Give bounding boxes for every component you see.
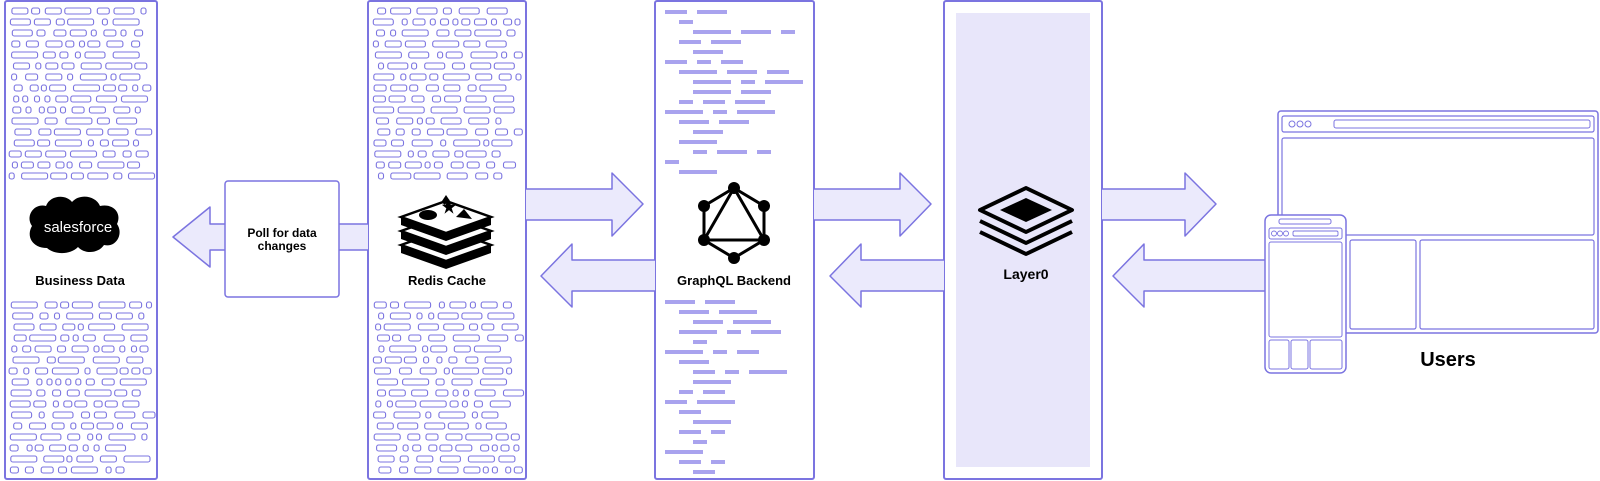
- poll-for-data-changes-label: Poll for data changes: [247, 226, 317, 253]
- redis-stack-icon: [397, 195, 495, 269]
- salesforce-column: [4, 0, 158, 480]
- arrow-poll-left: [337, 223, 368, 251]
- arrow-graphql-to-layer0: [814, 172, 932, 237]
- graphql-icon: [698, 182, 770, 264]
- arrow-redis-to-graphql: [526, 172, 644, 237]
- salesforce-code-texture-bottom: [8, 301, 156, 474]
- graphql-column: [654, 0, 815, 480]
- arrow-poll-head: [172, 206, 225, 268]
- users-label: Users: [1420, 349, 1476, 371]
- arrow-layer0-to-graphql: [829, 243, 944, 308]
- arrow-layer0-to-users: [1102, 172, 1217, 237]
- redis-cache-label: Redis Cache: [408, 273, 486, 288]
- graphql-code-texture-bottom: [665, 300, 787, 474]
- salesforce-code-texture-top: [8, 7, 156, 180]
- layer0-column: [943, 0, 1103, 480]
- salesforce-cloud-logo: salesforce: [29, 196, 120, 254]
- mobile-browser-icon: [1264, 214, 1347, 374]
- arrow-graphql-to-redis: [540, 243, 655, 308]
- redis-code-texture-top: [372, 7, 523, 180]
- graphql-code-texture-top: [665, 10, 803, 174]
- layer0-stack-icon: [978, 186, 1074, 256]
- layer0-label: Layer0: [1003, 266, 1048, 282]
- desktop-browser-icon: [1277, 110, 1599, 334]
- redis-code-texture-bottom: [372, 301, 525, 474]
- graphql-backend-label: GraphQL Backend: [677, 273, 791, 288]
- poll-box: [224, 180, 340, 298]
- salesforce-logo-text: salesforce: [44, 219, 112, 236]
- arrow-users-to-layer0: [1112, 243, 1265, 308]
- business-data-label: Business Data: [35, 273, 125, 288]
